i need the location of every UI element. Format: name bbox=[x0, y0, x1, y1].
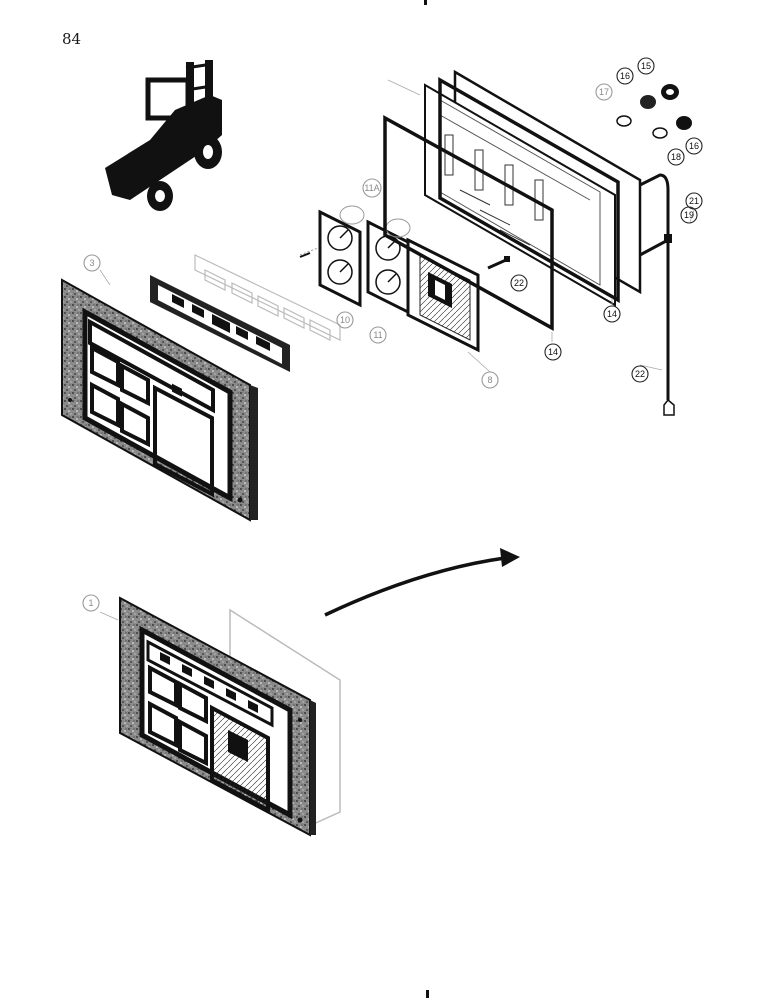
svg-text:11: 11 bbox=[373, 330, 382, 340]
indicator-light-strip bbox=[150, 275, 290, 397]
small-gauge-modules bbox=[299, 205, 411, 315]
svg-text:16: 16 bbox=[689, 141, 699, 151]
callout-17: 17 bbox=[595, 83, 613, 101]
svg-text:16: 16 bbox=[620, 71, 630, 81]
svg-text:14: 14 bbox=[607, 309, 617, 319]
svg-text:15: 15 bbox=[641, 61, 651, 71]
instrument-housing bbox=[424, 69, 670, 400]
large-gauge-module bbox=[406, 237, 480, 353]
svg-text:22: 22 bbox=[514, 278, 524, 288]
callout-19: 19 bbox=[680, 206, 698, 224]
callout-18: 18 bbox=[667, 148, 685, 166]
gasket-seals bbox=[383, 76, 620, 331]
screws-and-bulbs bbox=[299, 84, 692, 416]
top-tick-mark bbox=[424, 0, 427, 5]
callout-3: 3 bbox=[83, 254, 101, 272]
svg-text:8: 8 bbox=[487, 375, 492, 385]
callout-11: 11 bbox=[369, 326, 387, 344]
svg-text:18: 18 bbox=[671, 152, 681, 162]
assembled-instrument-cluster bbox=[119, 596, 341, 837]
svg-text:11A: 11A bbox=[364, 183, 379, 193]
svg-text:17: 17 bbox=[599, 87, 609, 97]
svg-text:1: 1 bbox=[88, 598, 93, 608]
callout-8: 8 bbox=[481, 371, 499, 389]
callout-14-lower: 14 bbox=[544, 343, 562, 361]
svg-text:19: 19 bbox=[684, 210, 694, 220]
callout-15: 15 bbox=[637, 57, 655, 75]
svg-text:3: 3 bbox=[89, 258, 94, 268]
callout-22-screw: 22 bbox=[510, 274, 528, 292]
svg-text:14: 14 bbox=[548, 347, 558, 357]
instrument-bezel-panel bbox=[61, 278, 258, 522]
callout-16-lower: 16 bbox=[685, 137, 703, 155]
bottom-tick-mark bbox=[426, 990, 429, 998]
lens-strip-faint bbox=[194, 254, 341, 341]
svg-text:22: 22 bbox=[635, 369, 645, 379]
callout-22-cable: 22 bbox=[631, 365, 649, 383]
callout-11a: 11A bbox=[362, 178, 382, 198]
callout-14-upper: 14 bbox=[603, 305, 621, 323]
svg-text:10: 10 bbox=[340, 315, 350, 325]
callout-1: 1 bbox=[82, 594, 100, 612]
callout-16-upper: 16 bbox=[616, 67, 634, 85]
assembly-arrow bbox=[324, 548, 520, 617]
forklift-vehicle-illustration bbox=[105, 60, 222, 211]
leader-lines bbox=[99, 79, 695, 621]
callout-10: 10 bbox=[336, 311, 354, 329]
page-number: 84 bbox=[62, 30, 82, 48]
svg-text:21: 21 bbox=[689, 196, 699, 206]
